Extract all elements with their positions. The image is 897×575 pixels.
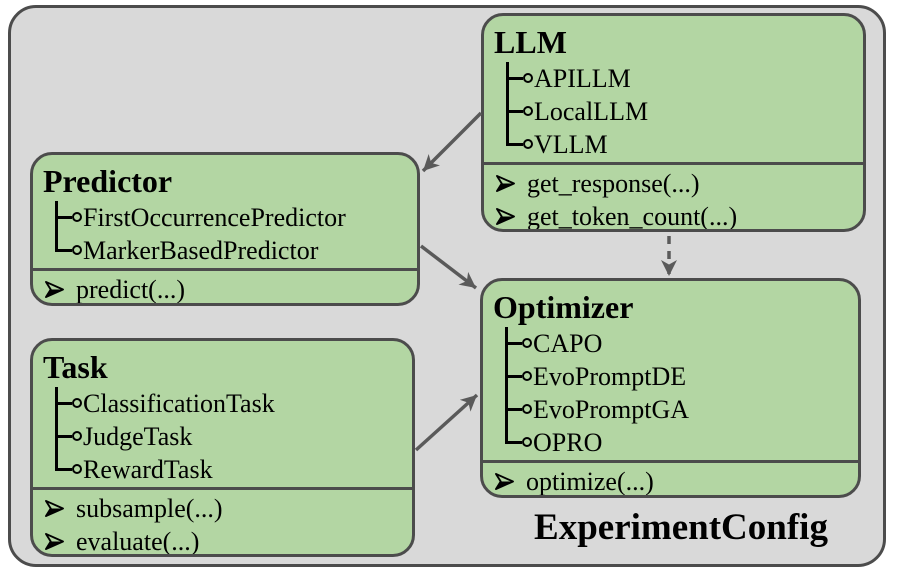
subclass-label: RewardTask xyxy=(83,455,213,484)
tree-branch-icon xyxy=(55,234,83,267)
arrowhead-bullet-icon xyxy=(45,281,64,298)
tree-branch-icon xyxy=(506,128,534,161)
method-row: get_token_count(...) xyxy=(484,200,863,231)
tree-branch-icon xyxy=(55,453,83,486)
method-row: get_response(...) xyxy=(484,167,863,200)
subclass-label: LocalLLM xyxy=(534,97,649,126)
subclass-label: ClassificationTask xyxy=(83,389,275,418)
tree-branch-icon xyxy=(55,420,83,453)
tree-node-dot-icon xyxy=(522,403,532,414)
tree-node-dot-icon xyxy=(523,138,533,149)
tree-node-dot-icon xyxy=(72,430,82,441)
tree-branch-icon xyxy=(506,62,534,95)
method-row: evaluate(...) xyxy=(33,525,412,556)
subclass-label: OPRO xyxy=(533,428,603,457)
tree-node-dot-icon xyxy=(72,463,82,474)
divider xyxy=(484,162,863,165)
tree-node-dot-icon xyxy=(523,105,533,116)
tree-branch-icon xyxy=(55,387,83,420)
tree-branch-icon xyxy=(505,327,533,360)
tree-branch-icon xyxy=(506,95,534,128)
tree-node-dot-icon xyxy=(72,211,82,222)
subclass-label: MarkerBasedPredictor xyxy=(83,236,319,265)
method-label: predict(...) xyxy=(76,275,186,304)
divider xyxy=(33,487,412,490)
class-box-optimizer: Optimizer CAPO EvoPromptDE EvoPromptGA O… xyxy=(480,278,861,498)
class-box-llm: LLM APILLM LocalLLM VLLM get_response(..… xyxy=(481,13,866,232)
tree-item: EvoPromptDE xyxy=(483,360,858,393)
subclass-label: FirstOccurrencePredictor xyxy=(83,203,346,232)
tree-item: EvoPromptGA xyxy=(483,393,858,426)
subclass-label: EvoPromptGA xyxy=(533,395,689,424)
method-label: get_token_count(...) xyxy=(527,202,738,231)
tree-node-dot-icon xyxy=(523,72,533,83)
class-box-predictor: Predictor FirstOccurrencePredictor Marke… xyxy=(30,152,420,306)
tree-item: VLLM xyxy=(484,128,863,161)
method-label: get_response(...) xyxy=(527,169,700,198)
tree-item: APILLM xyxy=(484,62,863,95)
tree-node-dot-icon xyxy=(522,337,532,348)
class-title-llm: LLM xyxy=(494,24,567,60)
tree-item: OPRO xyxy=(483,426,858,459)
class-title-optimizer: Optimizer xyxy=(493,289,634,325)
subclass-label: VLLM xyxy=(534,130,608,159)
subclass-tree-optimizer: CAPO EvoPromptDE EvoPromptGA OPRO xyxy=(483,327,858,459)
method-label: optimize(...) xyxy=(526,467,654,496)
subclass-label: JudgeTask xyxy=(83,422,193,451)
subclass-label: APILLM xyxy=(534,64,631,93)
arrowhead-bullet-icon xyxy=(45,533,64,550)
tree-node-dot-icon xyxy=(522,436,532,447)
tree-branch-icon xyxy=(505,426,533,459)
tree-item: LocalLLM xyxy=(484,95,863,128)
subclass-tree-predictor: FirstOccurrencePredictor MarkerBasedPred… xyxy=(33,201,417,267)
tree-branch-icon xyxy=(505,360,533,393)
tree-item: MarkerBasedPredictor xyxy=(33,234,417,267)
method-row: optimize(...) xyxy=(483,465,858,496)
arrowhead-bullet-icon xyxy=(496,208,515,225)
subclass-label: CAPO xyxy=(533,329,603,358)
arrowhead-bullet-icon xyxy=(45,500,64,517)
arrowhead-bullet-icon xyxy=(495,473,514,490)
tree-branch-icon xyxy=(505,393,533,426)
experiment-config-label: ExperimentConfig xyxy=(534,507,828,548)
tree-node-dot-icon xyxy=(72,244,82,255)
tree-node-dot-icon xyxy=(72,397,82,408)
method-row: predict(...) xyxy=(33,273,417,304)
class-title-predictor: Predictor xyxy=(43,163,173,199)
tree-item: ClassificationTask xyxy=(33,387,412,420)
subclass-label: EvoPromptDE xyxy=(533,362,687,391)
tree-item: FirstOccurrencePredictor xyxy=(33,201,417,234)
tree-item: RewardTask xyxy=(33,453,412,486)
tree-node-dot-icon xyxy=(522,370,532,381)
method-label: evaluate(...) xyxy=(76,527,200,556)
tree-branch-icon xyxy=(55,201,83,234)
divider xyxy=(483,460,858,463)
method-label: subsample(...) xyxy=(76,494,223,523)
subclass-tree-task: ClassificationTask JudgeTask RewardTask xyxy=(33,387,412,486)
class-box-task: Task ClassificationTask JudgeTask Reward… xyxy=(30,338,415,557)
divider xyxy=(33,268,417,271)
method-row: subsample(...) xyxy=(33,492,412,525)
tree-item: CAPO xyxy=(483,327,858,360)
tree-item: JudgeTask xyxy=(33,420,412,453)
arrowhead-bullet-icon xyxy=(496,175,515,192)
class-title-task: Task xyxy=(43,349,108,385)
subclass-tree-llm: APILLM LocalLLM VLLM xyxy=(484,62,863,161)
